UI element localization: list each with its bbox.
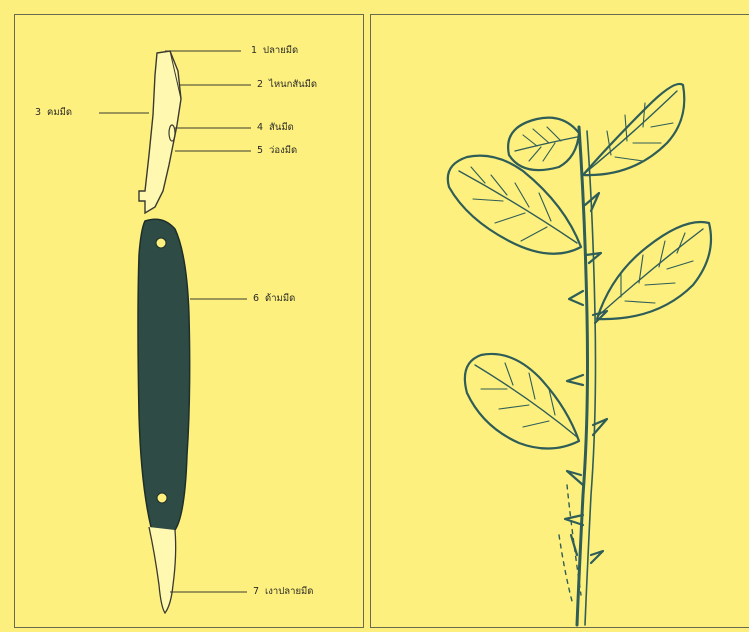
knife-handle bbox=[138, 219, 190, 536]
leaf-vein bbox=[599, 229, 703, 315]
label-number: 3 bbox=[35, 107, 41, 118]
plant-stem-panel bbox=[370, 14, 749, 628]
thorn bbox=[567, 375, 583, 385]
label-spine-notch: 2 ไหนกสันมีด bbox=[257, 79, 317, 91]
leaf bbox=[465, 354, 579, 449]
label-text: ไหนกสันมีด bbox=[269, 79, 317, 90]
thorn bbox=[571, 535, 577, 555]
label-groove: 5 ว่องมีด bbox=[257, 145, 297, 157]
leaf-vein bbox=[481, 363, 555, 427]
label-number: 2 bbox=[257, 79, 263, 90]
label-spine: 4 สันมีด bbox=[257, 122, 294, 134]
label-text: สันมีด bbox=[269, 122, 294, 133]
knife-rivet-top bbox=[156, 238, 166, 248]
knife-tail bbox=[149, 527, 176, 613]
knife-rivet-bottom bbox=[157, 493, 167, 503]
knife-diagram-panel: 1 ปลายมีด 2 ไหนกสันมีด 3 คมมีด 4 สันมีด 5 ว่อ… bbox=[14, 14, 364, 628]
leaf bbox=[448, 156, 581, 254]
leaf-vein bbox=[515, 137, 577, 151]
plant-drawing bbox=[371, 15, 749, 629]
label-number: 1 bbox=[251, 45, 257, 56]
label-number: 7 bbox=[253, 586, 259, 597]
leaf-vein bbox=[471, 167, 551, 241]
leaf-vein bbox=[585, 91, 677, 173]
label-tip-shadow: 7 เงาปลายมีด bbox=[253, 586, 313, 598]
label-text: ปลายมีด bbox=[263, 45, 298, 56]
leaf-vein bbox=[607, 103, 673, 161]
label-handle: 6 ด้ามมีด bbox=[253, 293, 295, 305]
label-text: ว่องมีด bbox=[269, 145, 297, 156]
label-text: เงาปลายมีด bbox=[265, 586, 313, 597]
label-number: 6 bbox=[253, 293, 259, 304]
leaf-vein bbox=[621, 233, 693, 303]
thorn bbox=[591, 551, 603, 563]
thorn bbox=[569, 291, 583, 305]
thorn bbox=[567, 471, 583, 485]
label-number: 4 bbox=[257, 122, 263, 133]
label-knife-tip: 1 ปลายมีด bbox=[251, 45, 298, 57]
label-text: คมมีด bbox=[47, 107, 72, 118]
label-blade-edge: 3 คมมีด bbox=[35, 107, 72, 119]
label-number: 5 bbox=[257, 145, 263, 156]
dashed-stem-mark bbox=[559, 535, 573, 605]
label-text: ด้ามมีด bbox=[265, 293, 295, 304]
